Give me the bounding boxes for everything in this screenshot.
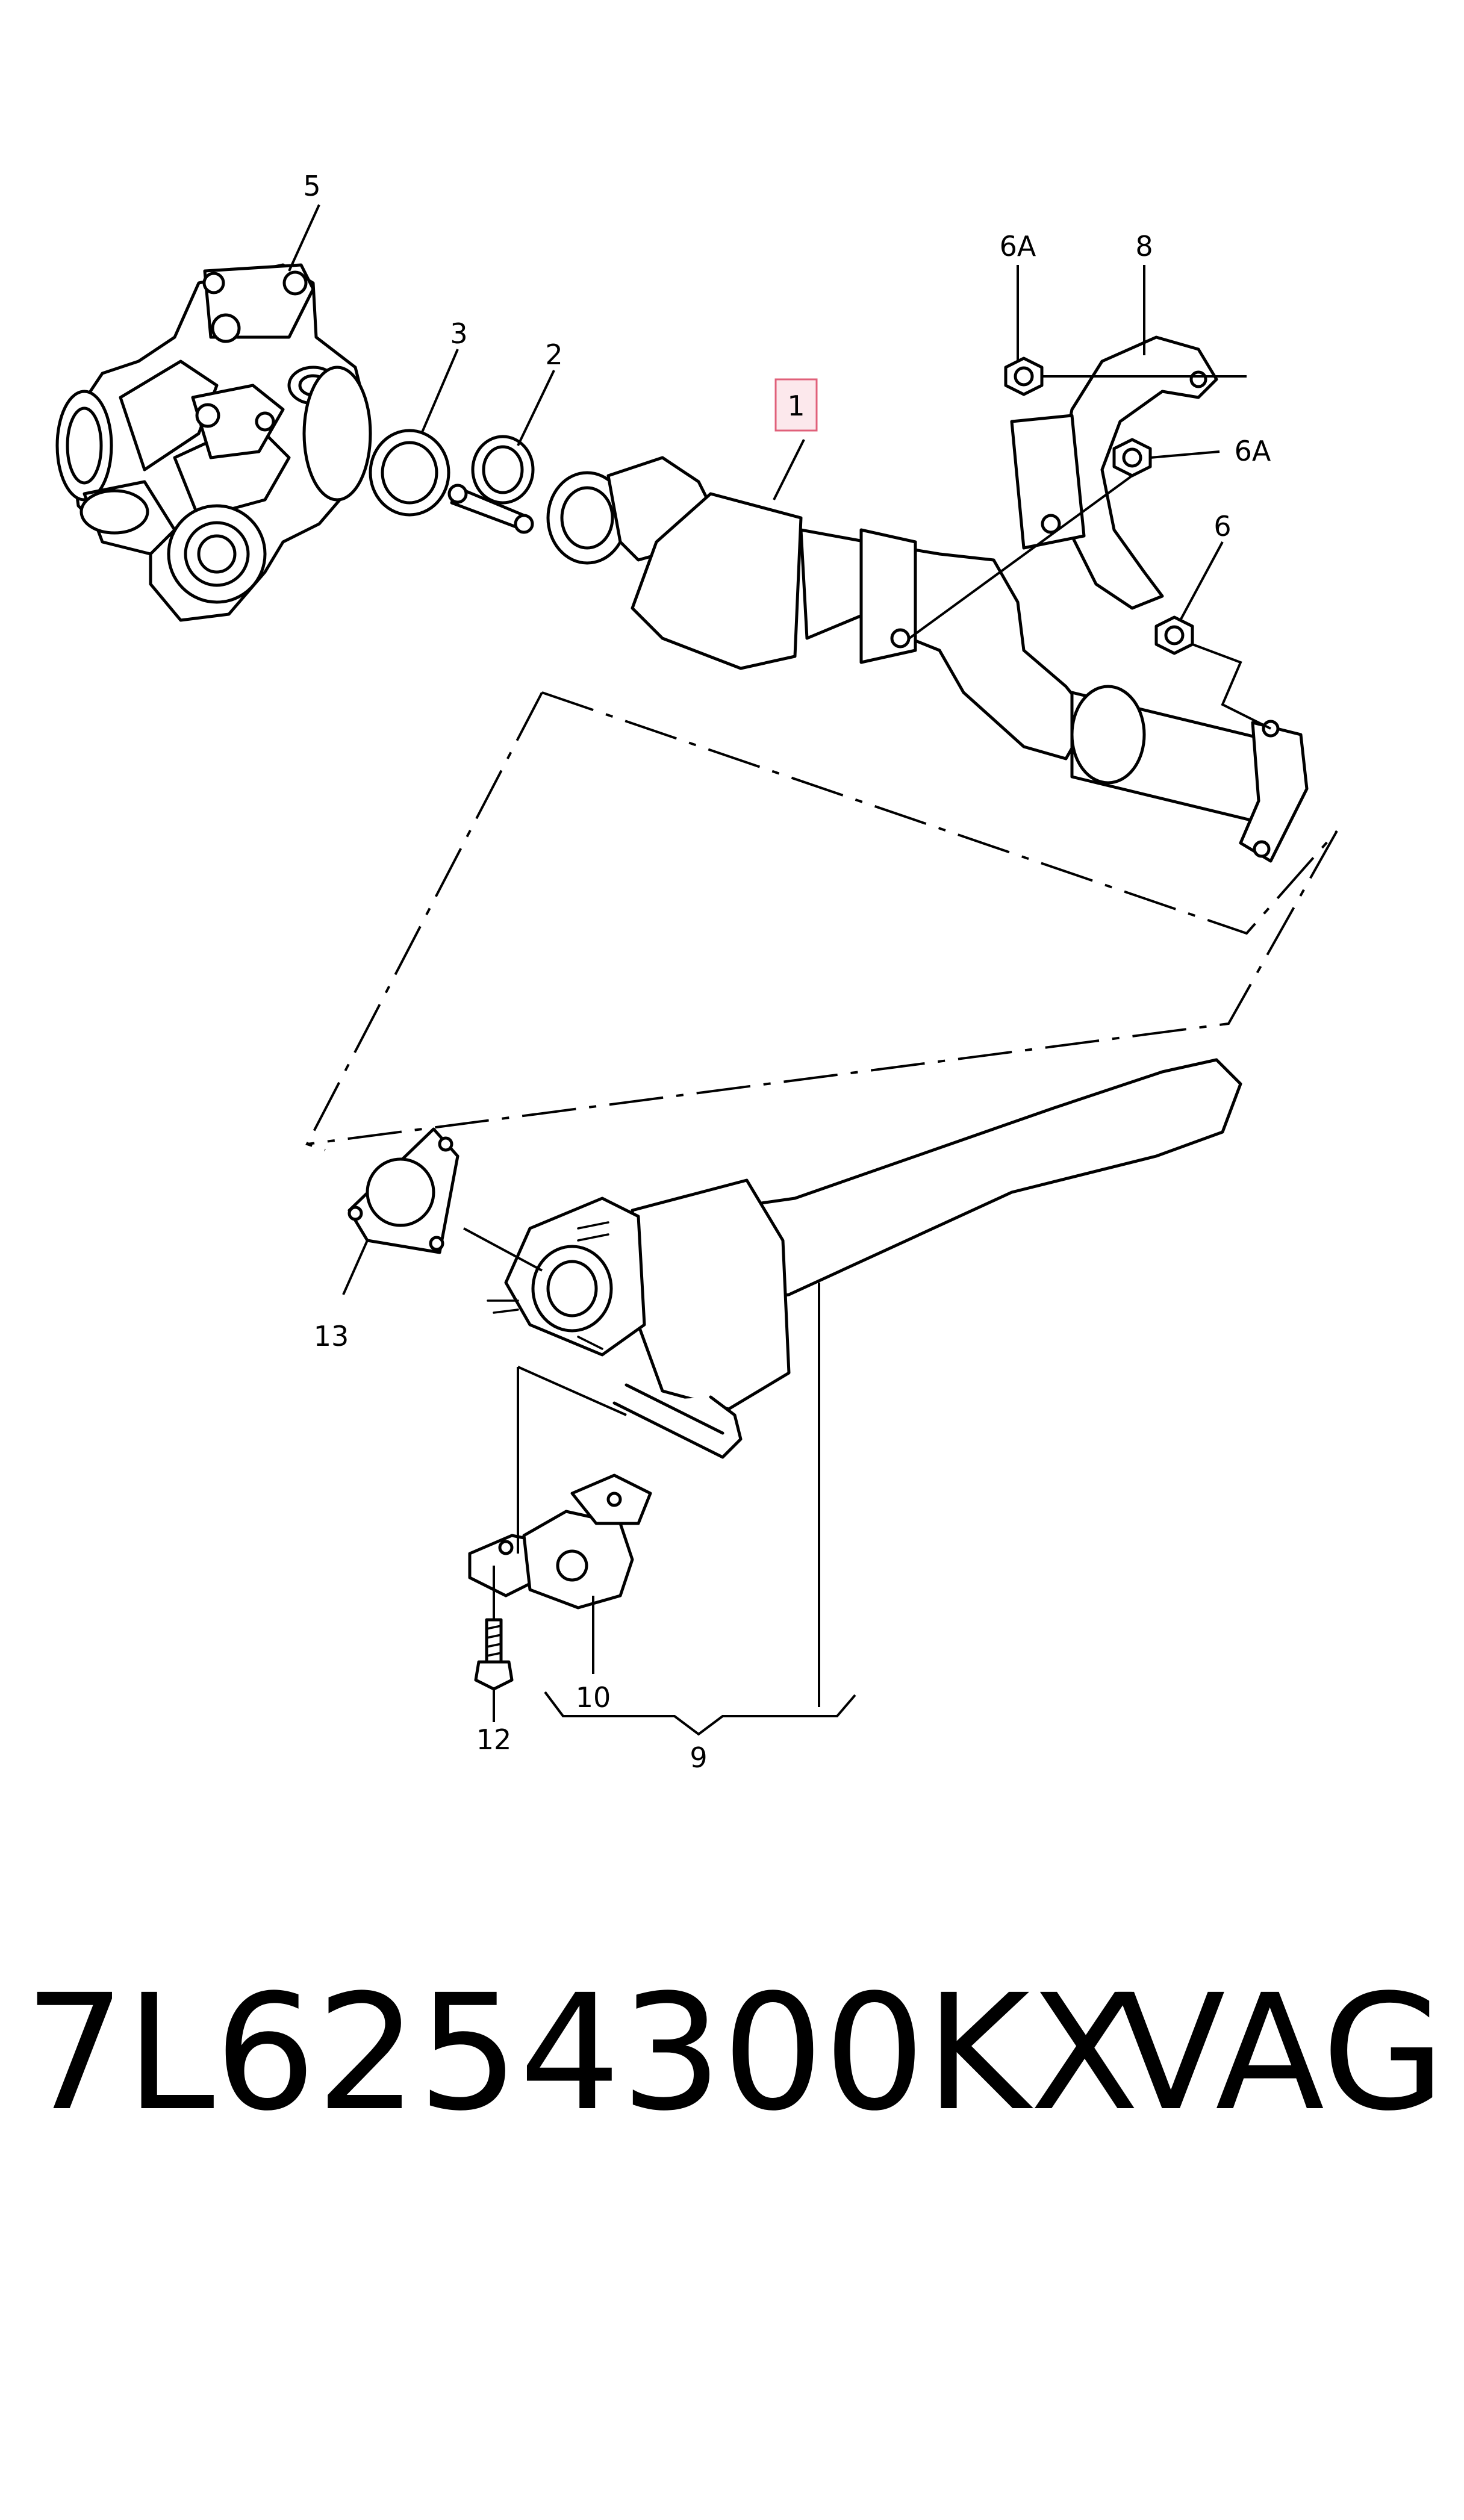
callout-1-highlight xyxy=(774,378,818,432)
assembly-outline xyxy=(305,691,1338,1151)
callout-13[interactable]: 13 xyxy=(314,1320,349,1352)
footer: 7L6254300KX VAG xyxy=(24,1960,1445,2147)
rear-pipe-converter-part[interactable] xyxy=(487,1058,1242,1459)
flange-gasket-part[interactable] xyxy=(347,1127,459,1254)
nut-6a-top-part[interactable] xyxy=(1004,356,1044,396)
callout-12[interactable]: 12 xyxy=(476,1723,512,1756)
clamp-block-part[interactable] xyxy=(468,1473,652,1610)
callout-6[interactable]: 6 xyxy=(1213,510,1231,543)
callout-9[interactable]: 9 xyxy=(690,1741,707,1774)
callout-6a-top[interactable]: 6A xyxy=(1000,230,1036,263)
callout-5[interactable]: 5 xyxy=(303,170,320,202)
bracket-part[interactable] xyxy=(1010,335,1218,610)
turbocharger-part[interactable] xyxy=(55,263,372,622)
bolt-part[interactable] xyxy=(474,1618,514,1691)
callout-8[interactable]: 8 xyxy=(1135,230,1153,263)
front-pipe-catalytic-converter-part[interactable] xyxy=(546,456,1309,863)
brand-name: VAG xyxy=(1116,1961,1445,2146)
callout-2[interactable]: 2 xyxy=(545,338,562,371)
leader-lines xyxy=(288,204,1271,1736)
exploded-parts-diagram: 5 3 2 1 6A 8 6A 6 13 10 12 9 xyxy=(55,170,1338,1774)
gasket-ring-part[interactable] xyxy=(369,429,450,517)
callout-1[interactable]: 1 xyxy=(787,390,805,422)
nut-6a-right-part[interactable] xyxy=(1112,438,1152,478)
callout-3[interactable]: 3 xyxy=(450,317,467,350)
callout-10[interactable]: 10 xyxy=(576,1681,611,1714)
callout-6a-right[interactable]: 6A xyxy=(1235,435,1271,467)
nut-6-part[interactable] xyxy=(1154,615,1194,655)
clamp-part[interactable] xyxy=(447,435,535,534)
part-number: 7L6254300KX xyxy=(24,1961,1139,2146)
